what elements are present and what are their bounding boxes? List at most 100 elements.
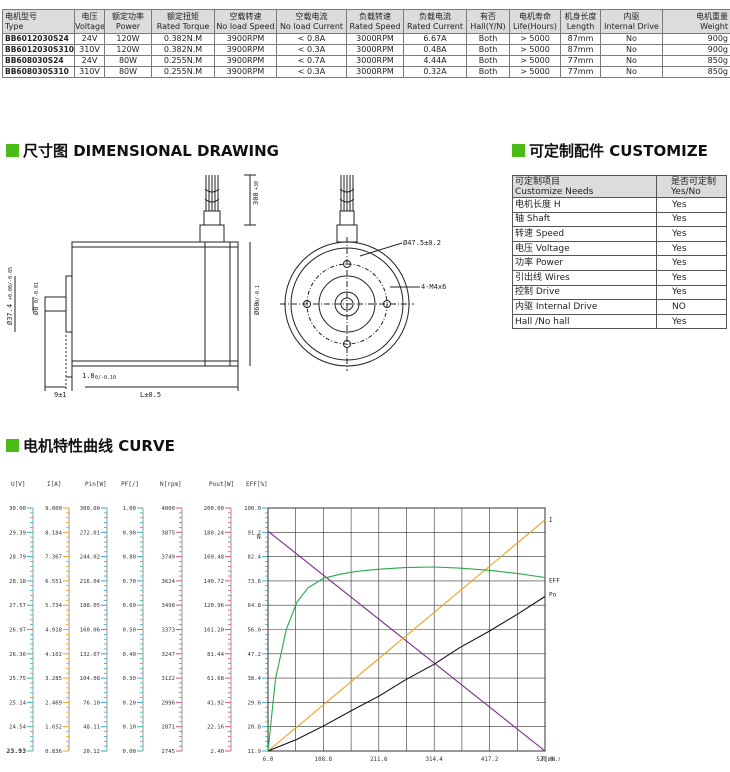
axis-tick-label: 73.6 bbox=[248, 579, 261, 585]
table-cell: 3000RPM bbox=[346, 55, 404, 67]
table-cell: 900g bbox=[662, 44, 730, 56]
series-line-eff bbox=[267, 566, 546, 752]
axis-tick-label: 3749 bbox=[162, 555, 175, 561]
customize-item: 功率 Power bbox=[512, 255, 657, 271]
dim-lead-tol: +30 bbox=[254, 181, 260, 190]
axis-tick-label: 0.10 bbox=[123, 725, 136, 731]
customize-value: Yes bbox=[656, 211, 727, 228]
axis-tick-label: 120.96 bbox=[204, 603, 224, 609]
axis-tick-label: 29.39 bbox=[9, 530, 26, 536]
table-cell: > 5000 bbox=[509, 44, 561, 56]
table-cell: 310V bbox=[74, 66, 105, 78]
axis-tick-label: 0.00 bbox=[123, 749, 136, 755]
axis-tick-label: 200.00 bbox=[204, 506, 224, 512]
header-en: No load Current bbox=[279, 21, 344, 31]
axis-tick-label: 0.90 bbox=[123, 530, 136, 536]
axis-tick-label: 20.12 bbox=[83, 749, 100, 755]
table-cell: Both bbox=[466, 55, 510, 67]
table-cell: 24V bbox=[74, 33, 105, 45]
axis-tick-label: 180.24 bbox=[204, 530, 225, 536]
series-label: I bbox=[549, 517, 553, 524]
table-cell: No bbox=[600, 66, 663, 78]
table-cell: 6.67A bbox=[403, 33, 467, 45]
axis-tick-label: 76.10 bbox=[83, 700, 100, 706]
axis-tick-label: 3122 bbox=[162, 676, 175, 682]
axis-tick-label: 3498 bbox=[162, 603, 176, 609]
header-en: Power bbox=[115, 21, 141, 31]
customize-value: Yes bbox=[656, 226, 727, 242]
table-cell: 77mm bbox=[560, 66, 601, 78]
green-square-icon bbox=[6, 144, 19, 157]
axis-label: Pout[W] bbox=[209, 481, 234, 488]
axis-tick-label: 38.4 bbox=[248, 676, 262, 682]
axis-tick-label: 3875 bbox=[162, 530, 175, 536]
table-cell: 3000RPM bbox=[346, 44, 404, 56]
header-zh: 空载电流 bbox=[295, 11, 328, 21]
x-tick-label: 520.0 bbox=[536, 757, 554, 763]
motor-shaft bbox=[44, 296, 67, 312]
axis-tick-label: 0.50 bbox=[123, 628, 136, 634]
header-en: Internal Drive bbox=[604, 21, 659, 31]
table-cell: 0.382N.M bbox=[151, 44, 215, 56]
section-dimensional: 尺寸图 DIMENSIONAL DRAWING bbox=[6, 140, 279, 161]
axis-tick-label: 104.08 bbox=[80, 676, 101, 682]
axis-tick-label: 82.4 bbox=[248, 555, 262, 561]
dimensional-drawing: 300 +30 Ø37.4 +0.00/-0.05 Ø8 0/-0.01 Ø60… bbox=[6, 174, 446, 399]
x-tick-label: 6.0 bbox=[263, 757, 274, 763]
axis-tick-label: 29.6 bbox=[248, 700, 261, 706]
axis-tick-label: 28.18 bbox=[9, 579, 26, 585]
axis-tick-label: 27.57 bbox=[9, 603, 26, 609]
dim-flange: Ø37.4 bbox=[6, 304, 14, 325]
axis-tick-label: 4.918 bbox=[45, 628, 62, 634]
dim-body-length: L±0.5 bbox=[140, 391, 161, 399]
x-tick-label: 417.2 bbox=[481, 757, 498, 763]
x-tick-label: 211.6 bbox=[370, 757, 388, 763]
axis-tick-label: 3624 bbox=[162, 579, 176, 585]
axis-tick-label: 61.68 bbox=[207, 676, 224, 682]
table-cell: 4.44A bbox=[403, 55, 467, 67]
dim-shaft-tol: 0/-0.01 bbox=[34, 282, 40, 303]
customize-item: Hall /No hall bbox=[512, 313, 657, 330]
axis-tick-label: 0.40 bbox=[123, 652, 136, 658]
header-zh: 额定扭矩 bbox=[167, 11, 199, 21]
customize-value: Yes bbox=[656, 240, 727, 257]
table-cell: > 5000 bbox=[509, 55, 561, 67]
header-en: Length bbox=[566, 21, 595, 31]
table-cell: 3900RPM bbox=[214, 66, 277, 78]
header-en: Voltage bbox=[75, 21, 105, 31]
axis-tick-label: 3.285 bbox=[45, 676, 62, 682]
table-cell: No bbox=[600, 33, 663, 45]
customize-item: 转速 Speed bbox=[512, 226, 657, 242]
table-cell: < 0.7A bbox=[276, 55, 347, 67]
axis-tick-label: 22.16 bbox=[207, 725, 224, 731]
axis-tick-label: 2996 bbox=[162, 700, 175, 706]
table-cell: 850g bbox=[662, 55, 730, 67]
header-zh: 负载电流 bbox=[419, 11, 451, 21]
table-cell: 3900RPM bbox=[214, 44, 277, 56]
axis-label: PF[/] bbox=[121, 481, 139, 488]
customize-item: 轴 Shaft bbox=[512, 211, 657, 228]
table-cell: Both bbox=[466, 66, 510, 78]
header-zh: 电机重量 bbox=[696, 11, 728, 21]
header-en: Hall(Y/N) bbox=[470, 21, 506, 31]
section-title: 电机特性曲线 CURVE bbox=[23, 437, 175, 455]
table-cell: < 0.3A bbox=[276, 66, 347, 78]
axis-tick-label: 91.2 bbox=[248, 530, 261, 536]
axis-tick-label: 0.20 bbox=[123, 700, 136, 706]
axis-tick-label: 216.04 bbox=[80, 579, 101, 585]
table-cell: 80W bbox=[104, 55, 152, 67]
axis-tick-label: 0.70 bbox=[123, 579, 136, 585]
header-zh: 额定功率 bbox=[112, 11, 144, 21]
axis-tick-label: 41.92 bbox=[207, 700, 224, 706]
dim-pilot-tol: 0/-0.10 bbox=[95, 375, 116, 381]
table-cell: 120W bbox=[104, 44, 152, 56]
